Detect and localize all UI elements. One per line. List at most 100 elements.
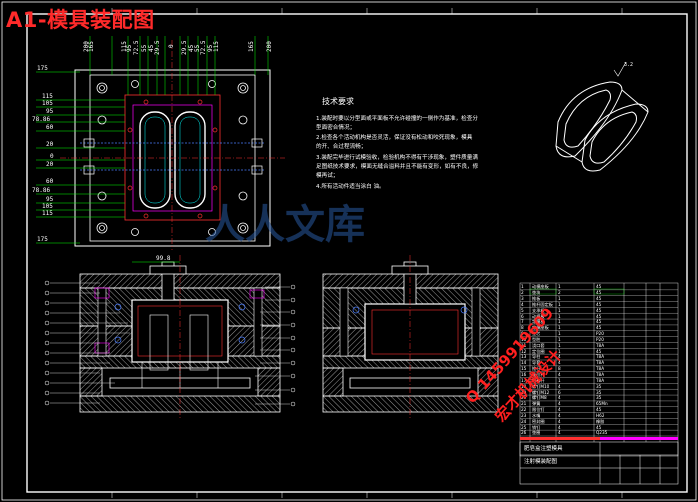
- bom-cell: 2: [521, 290, 524, 296]
- bom-cell: 35: [596, 389, 602, 395]
- tech-line: 2.检查各个活动机构是否灵活，保证没有松动和咬死现象，模具: [316, 135, 473, 141]
- iso-part-view[interactable]: [555, 81, 649, 172]
- bom-cell: 23: [521, 412, 527, 418]
- sec-left-leaders: [50, 282, 290, 405]
- bom-cell: 18: [521, 383, 527, 389]
- bom-cell: 4: [558, 430, 561, 436]
- bom-cell: 13: [521, 354, 527, 360]
- bom-cell: 25: [521, 424, 527, 430]
- bom-cell: Q235: [596, 430, 608, 436]
- bom-cell: 1: [558, 342, 561, 348]
- bom-cell: 1: [558, 325, 561, 331]
- bom-cell: 型芯: [532, 331, 541, 337]
- dim-left: 95: [46, 196, 54, 203]
- bom-cell: 45: [596, 325, 602, 331]
- watermark-brand: 人人文库: [205, 202, 365, 248]
- bom-cell: 35: [596, 395, 602, 401]
- bom-cell: 45: [596, 284, 602, 290]
- dim-section-top: 99.8: [156, 255, 171, 262]
- plan-centerlines: [60, 40, 285, 250]
- bom-cell: 45: [596, 301, 602, 307]
- dim-left: 78.86: [32, 116, 51, 123]
- bom-cell: 弹簧: [532, 401, 541, 407]
- bom-cell: 45: [596, 319, 602, 325]
- bom-cell: 3: [521, 295, 524, 301]
- bom-cell: 45: [596, 307, 602, 313]
- bom-cell: T8A: [596, 371, 605, 377]
- section-view-left[interactable]: [44, 255, 296, 418]
- bom-cell: 19: [521, 389, 527, 395]
- roughness-value: 3.2: [624, 62, 634, 68]
- bom-cell: T8A: [596, 377, 605, 383]
- bom-cell: 6: [521, 313, 524, 319]
- bom-cell: 7: [521, 319, 524, 325]
- bom-cell: 21: [521, 401, 527, 407]
- bom-cell: 密封圈: [532, 418, 545, 424]
- zone-ticks: [111, 8, 623, 498]
- dim-top: 72.5: [200, 40, 207, 55]
- bom-cell: 导柱: [532, 354, 541, 360]
- bom-cell: 1: [521, 284, 524, 290]
- tech-line: 1.装配时要以分型面或平面板不允许碰撞的一侧作为基准，检查分: [316, 116, 478, 122]
- bom-cell: 11: [521, 342, 527, 348]
- dim-top: 165: [248, 41, 255, 52]
- cavity-left[interactable]: [139, 111, 171, 209]
- bom-cell: T8A: [596, 354, 605, 360]
- section-view-right[interactable]: [322, 255, 499, 418]
- bom-cell: 15: [521, 366, 527, 372]
- bom-cell: 4: [558, 371, 561, 377]
- bom-cell: 4: [558, 418, 561, 424]
- plan-view[interactable]: [36, 36, 285, 250]
- dim-left: 78.86: [32, 187, 51, 194]
- bom-cell: 1: [558, 284, 561, 290]
- drawing-title: A1-模具装配图: [6, 8, 155, 32]
- dim-top: 115: [213, 41, 220, 52]
- bom-cell: 1: [558, 295, 561, 301]
- bom-cell: 拉料杆: [532, 377, 545, 383]
- bom-cell: 动模板: [532, 313, 545, 319]
- bom-cell: 9: [521, 331, 524, 337]
- sec-left-spacer-r: [257, 367, 281, 397]
- tech-line: 足图纸技术要求，模面无缝合溢料并且不能有变形，如有不良，修: [316, 164, 479, 170]
- bom-cell: 10: [521, 336, 527, 342]
- bom-cell: 定位圈: [532, 348, 545, 354]
- bom-cell: 22: [521, 407, 527, 413]
- dim-left: 60: [46, 124, 54, 131]
- title-block-subtitle: 注射模装配图: [524, 459, 558, 465]
- bom-cell: 4: [558, 401, 561, 407]
- bom-cell: 型腔: [532, 336, 541, 342]
- bom-cell: 4: [558, 395, 561, 401]
- plan-ejector-pins: [127, 99, 218, 219]
- bom-cell: 定模座板: [532, 325, 549, 331]
- bom-cell: 24: [521, 418, 527, 424]
- bom-cell: 推杆固定板: [532, 301, 553, 307]
- bom-table[interactable]: [519, 282, 679, 457]
- dim-left: 105: [42, 100, 53, 107]
- inner-frame: [26, 13, 688, 493]
- dim-left: 175: [37, 236, 48, 243]
- bom-cell: P20: [596, 336, 604, 342]
- bom-cell: P20: [596, 331, 604, 337]
- dim-top: 29.5: [154, 40, 161, 55]
- bom-cell: 限位钉: [532, 407, 545, 413]
- bom-cell: 1: [558, 307, 561, 313]
- title-block[interactable]: [519, 441, 679, 485]
- dim-top: 29.5: [181, 40, 188, 55]
- bom-cell: 浇口套: [532, 342, 545, 348]
- bom-cell: 4: [558, 412, 561, 418]
- bom-cell: 垫块: [532, 290, 541, 296]
- bom-cell: 4: [558, 407, 561, 413]
- bom-cell: 26: [521, 430, 527, 436]
- cavity-right[interactable]: [174, 111, 206, 209]
- bom-cell: 垫圈: [532, 430, 541, 436]
- dim-top: 55: [141, 44, 148, 52]
- bom-cell: 35: [596, 383, 602, 389]
- bom-cell: 1: [558, 301, 561, 307]
- dim-top: 200: [266, 41, 273, 52]
- bom-colored-cells: [529, 288, 625, 295]
- dim-left: 20: [46, 141, 54, 148]
- tech-line: 3.装配完毕进行试模验收，检验机构不得有干涉现象，塑件质量满: [316, 155, 478, 161]
- bom-cell: 45: [596, 313, 602, 319]
- bom-cell: 4: [558, 354, 561, 360]
